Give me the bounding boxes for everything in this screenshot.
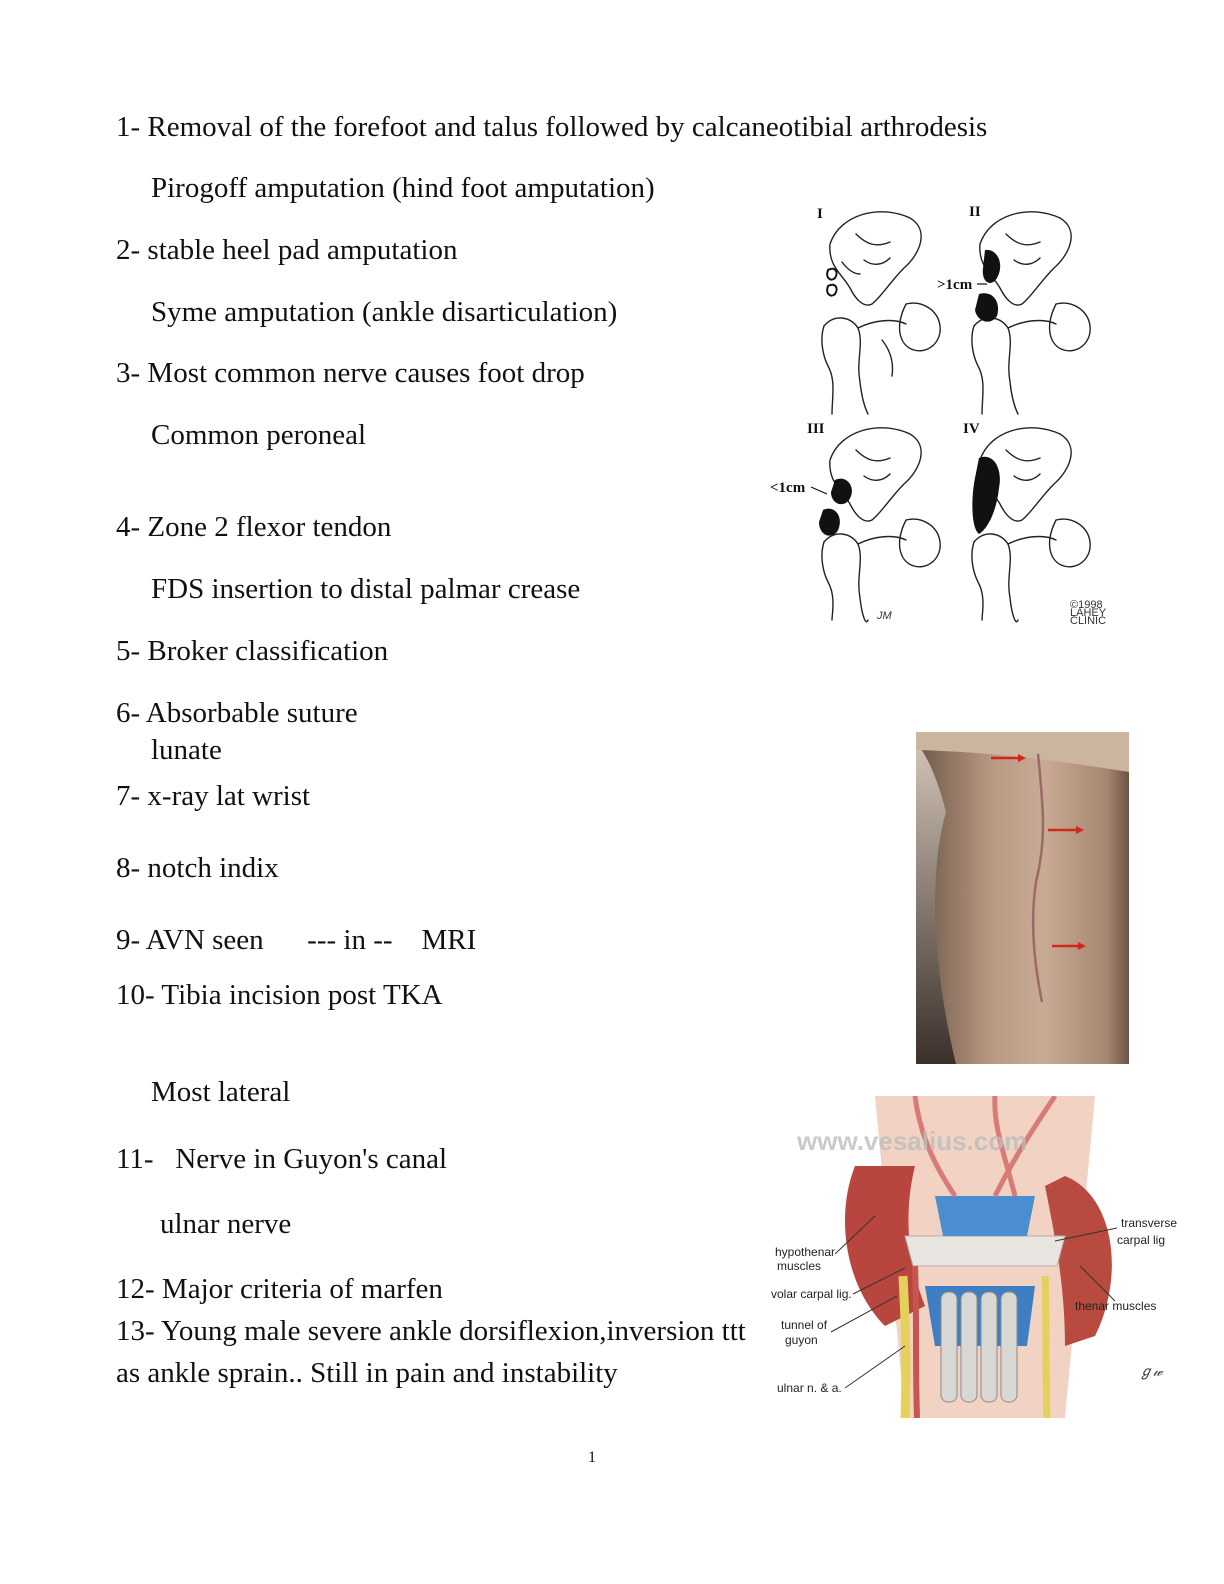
grade-label-1: I [817,206,823,222]
label-thenar: thenar muscles [1075,1299,1156,1313]
q3-line: 3- Most common nerve causes foot drop [116,357,585,389]
page-number: 1 [588,1449,596,1466]
gap-marker-less: <1cm [770,480,806,496]
artist-signature: JM [876,610,893,622]
grade-label-3: III [807,421,825,437]
q1-line: 1- Removal of the forefoot and talus fol… [116,111,988,143]
label-hypothenar-1: hypothenar [775,1245,835,1259]
q11-answer: ulnar nerve [160,1208,292,1240]
q7-line: 7- x-ray lat wrist [116,780,311,812]
copyright-year: ©1998 [1070,599,1103,611]
q8-line: 8- notch indix [116,852,279,884]
q10-line: 10- Tibia incision post TKA [116,979,443,1011]
q10-answer: Most lateral [151,1076,291,1108]
q11-line: 11- Nerve in Guyon's canal [116,1143,448,1175]
label-tunnel-2: guyon [785,1333,818,1347]
hip-drawing-grade-1 [821,211,941,415]
hip-drawing-grade-4 [971,427,1091,623]
label-volar-carpal: volar carpal lig. [771,1287,852,1301]
ulnar-artery [912,1265,920,1418]
grade-label-4: IV [963,421,980,437]
surgical-incision [1031,753,1045,1003]
label-tunnel-1: tunnel of [781,1318,828,1332]
q13-paragraph: 13- Young male severe ankle dorsiflexion… [116,1315,746,1389]
knee-incision-photo [916,732,1129,1064]
arrow-heads [1018,754,1086,950]
carpal-ligament [904,1235,1066,1267]
brooker-classification-figure: I II III IV >1cm <1cm JM ©1998 LAHEY CLI… [770,204,1107,627]
label-transverse-2: carpal lig [1117,1233,1165,1247]
carpal-bones-top [935,1196,1035,1236]
q6-answer: lunate [151,734,222,766]
q3-answer: Common peroneal [151,419,367,451]
q9-line: 9- AVN seen --- in -- MRI [116,924,477,956]
red-arrows [991,756,1082,948]
hip-drawing-grade-3 [821,427,941,623]
q2-line: 2- stable heel pad amputation [116,234,458,266]
q4-line: 4- Zone 2 flexor tendon [116,511,392,543]
label-hypothenar-2: muscles [777,1259,821,1273]
q5-line: 5- Broker classification [116,635,389,667]
copyright-org-2: CLINIC [1070,615,1106,627]
q4-answer: FDS insertion to distal palmar crease [151,573,581,605]
q1-answer: Pirogoff amputation (hind foot amputatio… [151,172,655,204]
heterotopic-ossification-marks [819,249,1001,536]
q6-line: 6- Absorbable suture [116,697,358,729]
label-ulnar: ulnar n. & a. [777,1381,842,1395]
watermark: www.vesalius.com [796,1126,1027,1156]
guyons-canal-illustration: www.vesalius.com hypothenar muscles vola… [765,1096,1195,1418]
grade-label-2: II [969,204,981,220]
q12-line: 12- Major criteria of marfen [116,1273,443,1305]
artist-signature-guyon: ℊ𝓌 [1139,1364,1164,1380]
copyright-org-1: LAHEY [1070,607,1107,619]
q2-answer: Syme amputation (ankle disarticulation) [151,296,618,328]
ulnar-nerve [898,1275,911,1418]
label-transverse-1: transverse [1121,1216,1177,1230]
gap-marker-greater: >1cm [937,277,973,293]
thenar-muscle [1045,1176,1112,1346]
